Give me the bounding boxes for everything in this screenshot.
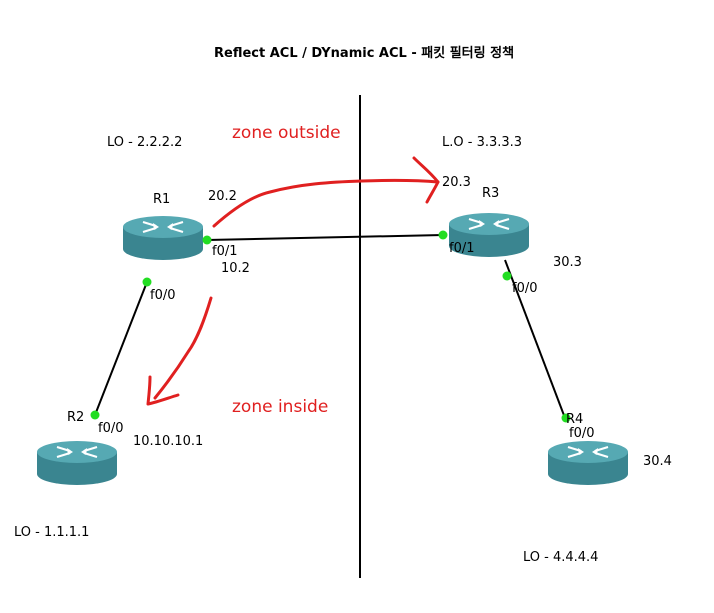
diagram-title: Reflect ACL / DYnamic ACL - 패킷 필터링 정책 [214, 45, 514, 61]
link-r1-r2 [94, 281, 148, 416]
r4-loopback: LO - 4.4.4.4 [523, 550, 598, 565]
r1-name: R1 [153, 192, 170, 207]
r2-ip: 10.10.10.1 [133, 434, 203, 449]
r1-ip-top: 20.2 [208, 189, 237, 204]
r3-name: R3 [482, 186, 499, 201]
r2-f00-port: f0/0 [98, 421, 124, 436]
r3-loopback: L.O - 3.3.3.3 [442, 135, 522, 150]
r4-name: R4 [566, 412, 583, 427]
r3-ip-30: 30.3 [553, 255, 582, 270]
r1-f01-ip: 10.2 [221, 261, 250, 276]
port-dot-r3-f01 [438, 230, 448, 240]
port-dot-r3-f00 [502, 271, 512, 281]
r4-f00-port: f0/0 [569, 426, 595, 441]
r2-loopback: LO - 1.1.1.1 [14, 525, 89, 540]
r2-name: R2 [67, 410, 84, 425]
zone-inside-label: zone inside [232, 397, 328, 417]
arrow-outside-head [412, 156, 440, 204]
port-dot-r4-f00 [561, 413, 571, 423]
link-r1-r3 [206, 234, 444, 241]
r3-f01-port: f0/1 [449, 241, 475, 256]
router-r1-icon[interactable] [121, 214, 205, 262]
r1-f00-port: f0/0 [150, 288, 176, 303]
port-dot-r1-f00 [142, 277, 152, 287]
port-dot-r2-f00 [90, 410, 100, 420]
link-r3-r4 [504, 259, 566, 419]
r4-ip: 30.4 [643, 454, 672, 469]
router-r2-icon[interactable] [35, 439, 119, 487]
arrow-inside-to-r2 [153, 296, 213, 400]
arrow-outside-to-r3 [212, 178, 440, 228]
r3-f00-port: f0/0 [512, 281, 538, 296]
r1-f01-port: f0/1 [212, 244, 238, 259]
arrow-inside-head [146, 375, 180, 406]
port-dot-r1-f01 [202, 235, 212, 245]
r3-ip-top: 20.3 [442, 175, 471, 190]
zone-outside-label: zone outside [232, 123, 341, 143]
r1-loopback: LO - 2.2.2.2 [107, 135, 182, 150]
router-r4-icon[interactable] [546, 439, 630, 487]
